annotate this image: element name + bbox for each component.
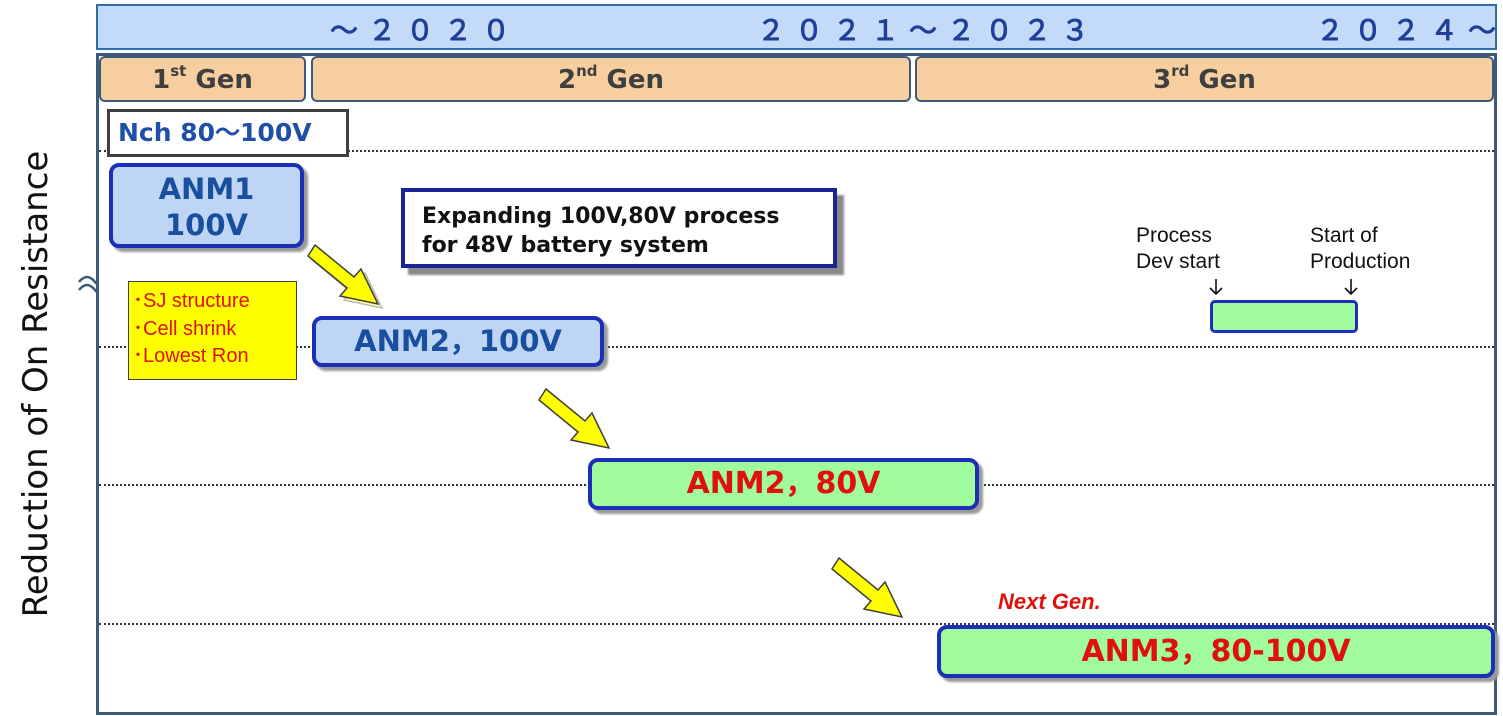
feature-item: ･Cell shrink [133, 317, 237, 340]
period-2020: ～２０２０ [330, 14, 521, 47]
level-line-2 [99, 346, 1494, 348]
level-line-1 [99, 150, 1494, 152]
gen-1-header: 1st Gen [99, 56, 306, 102]
product-anm1: ANM1 100V [109, 163, 304, 248]
category-label: Nch 80～100V [107, 109, 349, 157]
legend-end-arrow-icon [1344, 279, 1358, 296]
gen-2-header: 2nd Gen [311, 56, 911, 102]
process-callout: Expanding 100V,80V process for 48V batte… [401, 188, 837, 268]
arrow-down-right-icon [831, 556, 904, 619]
product-anm2-80v: ANM2，80V [588, 458, 979, 510]
product-anm1-voltage: 100V [165, 208, 248, 242]
product-anm1-name: ANM1 [158, 172, 255, 206]
product-anm3: ANM3，80-100V [937, 625, 1495, 678]
features-note: ･SJ structure ･Cell shrink ･Lowest Ron [128, 281, 297, 380]
roadmap-panel [96, 53, 1497, 715]
legend-end-label: Start of Production [1310, 224, 1411, 273]
arrow-down-right-icon [307, 243, 384, 310]
product-anm2-100v: ANM2，100V [312, 316, 604, 367]
feature-item: ･SJ structure [133, 290, 250, 312]
arrow-down-right-icon [538, 387, 611, 450]
next-gen-label: Next Gen. [998, 589, 1101, 614]
legend-start-arrow-icon [1209, 279, 1223, 296]
gen-3-header: 3rd Gen [915, 56, 1494, 102]
timeline-bar [96, 4, 1497, 50]
level-line-4 [99, 623, 1494, 625]
legend-start-label: Process Dev start [1136, 224, 1221, 273]
feature-item: ･Lowest Ron [133, 345, 249, 367]
period-2021-2023: ２０２１～２０２３ [757, 14, 1100, 47]
callout-line-1: Expanding 100V,80V process [422, 204, 780, 229]
y-axis-label: Reduction of On Resistance [16, 150, 56, 618]
legend-period-box [1210, 300, 1358, 333]
callout-line-2: for 48V battery system [422, 233, 709, 258]
period-2024: ２０２４～ [1316, 14, 1503, 47]
